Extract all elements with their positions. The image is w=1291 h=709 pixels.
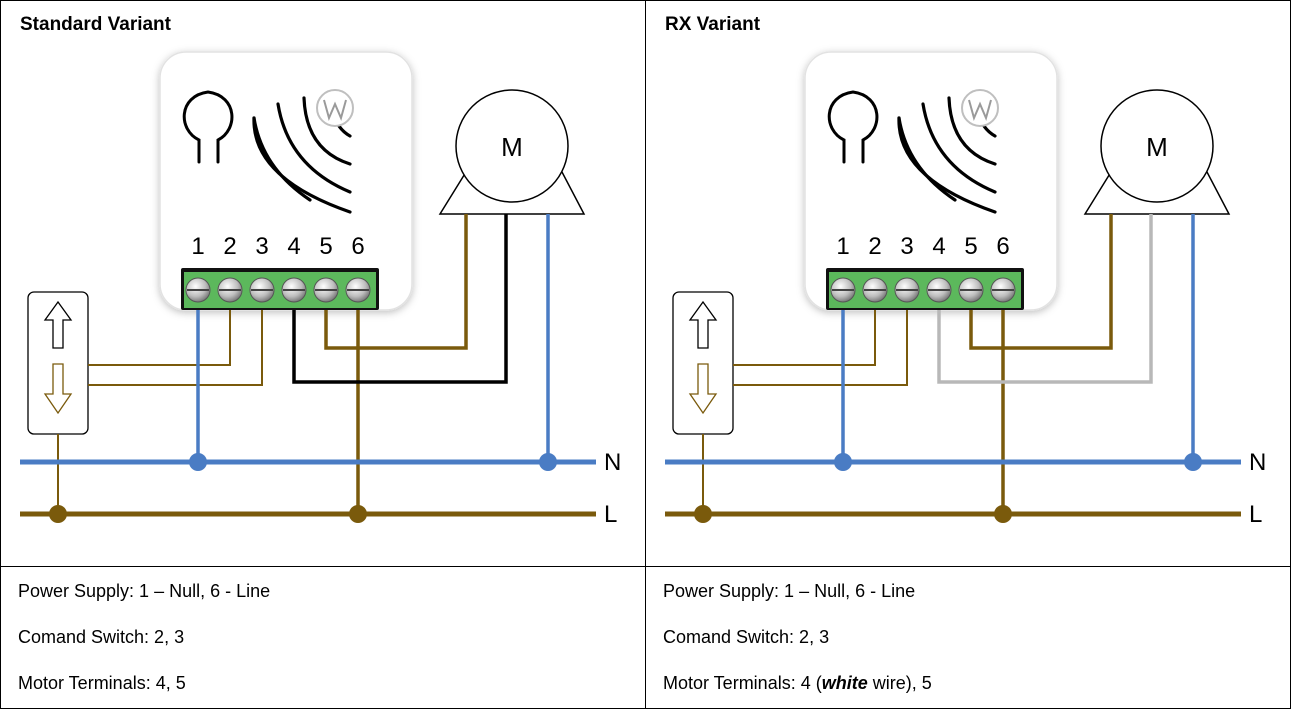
wire-switch-2 — [733, 310, 876, 366]
junction-dot — [349, 505, 367, 523]
rail-label-n: N — [604, 449, 621, 476]
wire-motor-4 — [937, 214, 1153, 384]
junction-dot — [834, 453, 852, 471]
note-motor: Motor Terminals: 4, 5 — [18, 673, 186, 694]
note-switch: Comand Switch: 2, 3 — [18, 627, 185, 647]
note-motor-text: Motor Terminals: 4, 5 — [18, 673, 186, 693]
motor-icon — [438, 89, 586, 215]
note-motor-text: Motor Terminals: 4 ( — [663, 673, 822, 693]
terminal-number: 1 — [836, 233, 849, 260]
bulb-icon — [182, 90, 234, 164]
wire-motor-5 — [324, 214, 468, 350]
rail-label-l: L — [1249, 501, 1262, 528]
panel-title: Standard Variant — [20, 14, 171, 35]
notes-standard: Power Supply: 1 – Null, 6 - Line Comand … — [18, 567, 638, 709]
motor-label: M — [501, 132, 523, 162]
rail-label-l: L — [604, 501, 617, 528]
wire-switch-3 — [733, 310, 908, 386]
notes-rx: Power Supply: 1 – Null, 6 - Line Comand … — [663, 567, 1283, 709]
terminal-number: 4 — [932, 233, 945, 260]
note-switch: Comand Switch: 2, 3 — [663, 627, 830, 647]
terminal-number: 1 — [191, 233, 204, 260]
motor-label: M — [1146, 132, 1168, 162]
terminal-number: 5 — [319, 233, 332, 260]
note-power: Power Supply: 1 – Null, 6 - Line — [18, 581, 271, 601]
note-motor-suffix: wire), 5 — [867, 673, 932, 693]
wire-switch-3 — [88, 310, 263, 386]
terminal-number: 2 — [223, 233, 236, 260]
wire-motor-5 — [969, 214, 1113, 350]
note-power: Power Supply: 1 – Null, 6 - Line — [663, 581, 916, 601]
motor-icon — [1083, 89, 1231, 215]
junction-dot — [49, 505, 67, 523]
terminal-number: 3 — [900, 233, 913, 260]
rail-label-n: N — [1249, 449, 1266, 476]
junction-dot — [1184, 453, 1202, 471]
wire-switch-2 — [88, 310, 231, 366]
brand-logo-icon — [316, 89, 354, 127]
up-arrow-icon — [688, 300, 718, 349]
note-motor-emphasis: white — [821, 673, 868, 693]
junction-dot — [189, 453, 207, 471]
junction-dot — [694, 505, 712, 523]
brand-logo-icon — [961, 89, 999, 127]
bulb-icon — [827, 90, 879, 164]
terminal-block — [184, 272, 376, 308]
terminal-number: 2 — [868, 233, 881, 260]
note-motor: Motor Terminals: 4 (white wire), 5 — [663, 673, 932, 694]
terminal-number: 6 — [996, 233, 1009, 260]
terminal-number: 4 — [287, 233, 300, 260]
up-arrow-icon — [43, 300, 73, 349]
down-arrow-icon — [43, 363, 73, 415]
panel-title: RX Variant — [665, 14, 761, 35]
terminal-block — [829, 272, 1021, 308]
wire-motor-4 — [292, 214, 508, 384]
terminal-number: 6 — [351, 233, 364, 260]
junction-dot — [994, 505, 1012, 523]
terminal-number: 3 — [255, 233, 268, 260]
terminal-number: 5 — [964, 233, 977, 260]
junction-dot — [539, 453, 557, 471]
down-arrow-icon — [688, 363, 718, 415]
